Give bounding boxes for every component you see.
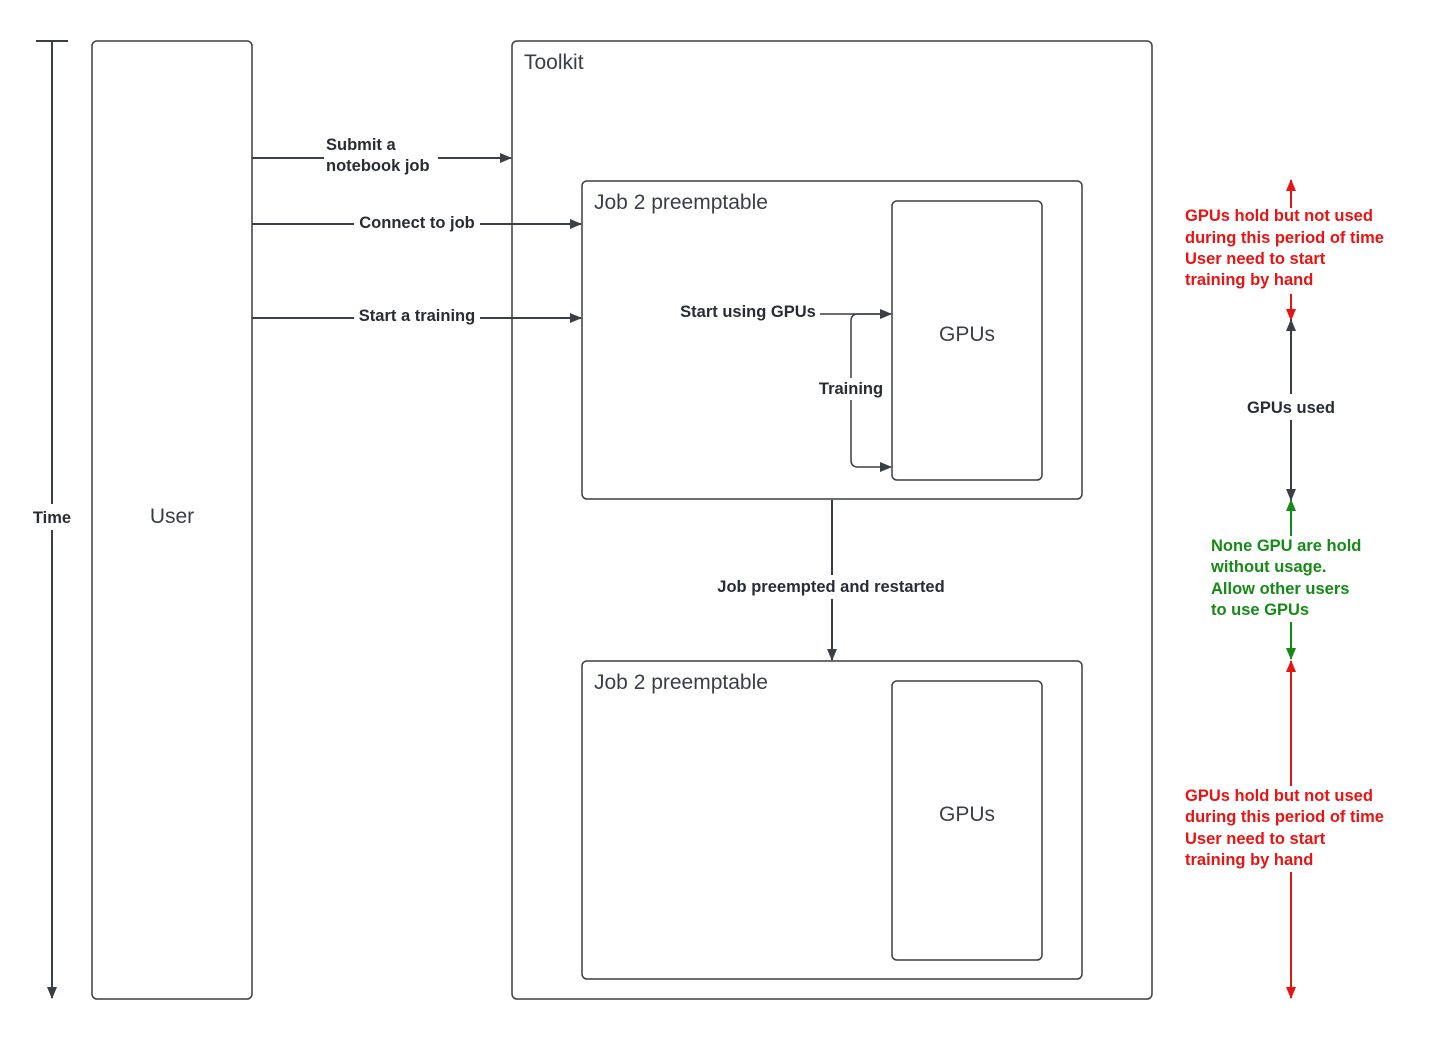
training-label: Training (819, 380, 883, 398)
gpus-bottom-label: GPUs (939, 803, 995, 826)
preempted-label: Job preempted and restarted (717, 578, 944, 596)
held-top-line-1: GPUs hold but not used (1185, 207, 1373, 225)
connect-job-label: Connect to job (359, 214, 474, 232)
gpus-used-annotation: GPUs used (1247, 319, 1335, 501)
held-bottom-line-4: training by hand (1185, 851, 1313, 869)
none-held-line-4: to use GPUs (1211, 601, 1309, 619)
held-bottom-line-1: GPUs hold but not used (1185, 787, 1373, 805)
none-held-line-1: None GPU are hold (1211, 537, 1361, 555)
submit-job-arrow: Submit a notebook job (252, 134, 512, 176)
job-top-title: Job 2 preemptable (594, 191, 768, 214)
held-top-line-4: training by hand (1185, 271, 1313, 289)
start-gpus-label: Start using GPUs (680, 303, 816, 321)
held-bottom-line-3: User need to start (1185, 830, 1326, 848)
toolkit-title: Toolkit (524, 51, 584, 74)
submit-job-label-2: notebook job (326, 157, 430, 175)
held-top-annotation: GPUs hold but not used during this perio… (1185, 179, 1384, 321)
none-held-line-2: without usage. (1210, 558, 1327, 576)
preempted-arrow: Job preempted and restarted (706, 500, 958, 661)
start-training-arrow: Start a training (252, 306, 582, 328)
user-label: User (150, 505, 194, 528)
gpus-used-label: GPUs used (1247, 399, 1335, 417)
held-top-line-2: during this period of time (1185, 229, 1384, 247)
held-bottom-annotation: GPUs hold but not used during this perio… (1185, 660, 1384, 999)
gpus-box-top (891, 200, 1043, 481)
none-held-line-3: Allow other users (1211, 580, 1349, 598)
gpus-top-label: GPUs (939, 323, 995, 346)
job-bottom-title: Job 2 preemptable (594, 671, 768, 694)
user-box: User (91, 40, 253, 1000)
time-axis: Time (28, 40, 76, 999)
submit-job-label-1: Submit a (326, 136, 396, 154)
job-box-bottom: Job 2 preemptable GPUs (581, 660, 1083, 980)
start-training-label: Start a training (359, 307, 475, 325)
none-held-annotation: None GPU are hold without usage. Allow o… (1210, 499, 1361, 660)
training-loop: Training (814, 313, 892, 472)
held-top-line-3: User need to start (1185, 250, 1326, 268)
gpus-box-bottom (891, 680, 1043, 961)
time-axis-label: Time (33, 509, 71, 527)
connect-job-arrow: Connect to job (252, 212, 582, 234)
held-bottom-line-2: during this period of time (1185, 808, 1384, 826)
job-box-top: Job 2 preemptable GPUs (581, 180, 1083, 500)
